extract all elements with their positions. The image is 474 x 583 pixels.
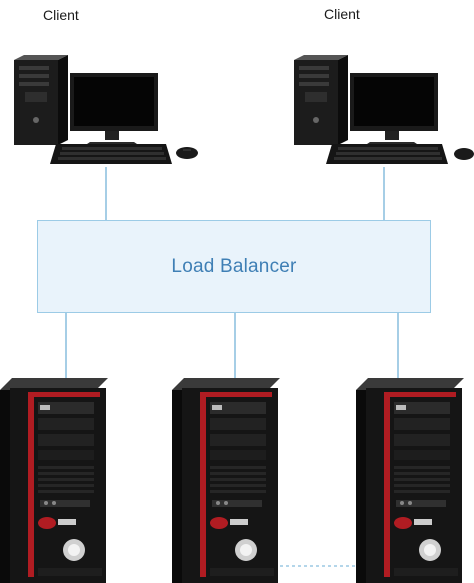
- client-label-2: Client: [324, 6, 360, 22]
- load-balancer-label: Load Balancer: [171, 255, 297, 277]
- client-label-1: Client: [43, 7, 79, 23]
- load-balancer-box: Load Balancer: [37, 220, 431, 313]
